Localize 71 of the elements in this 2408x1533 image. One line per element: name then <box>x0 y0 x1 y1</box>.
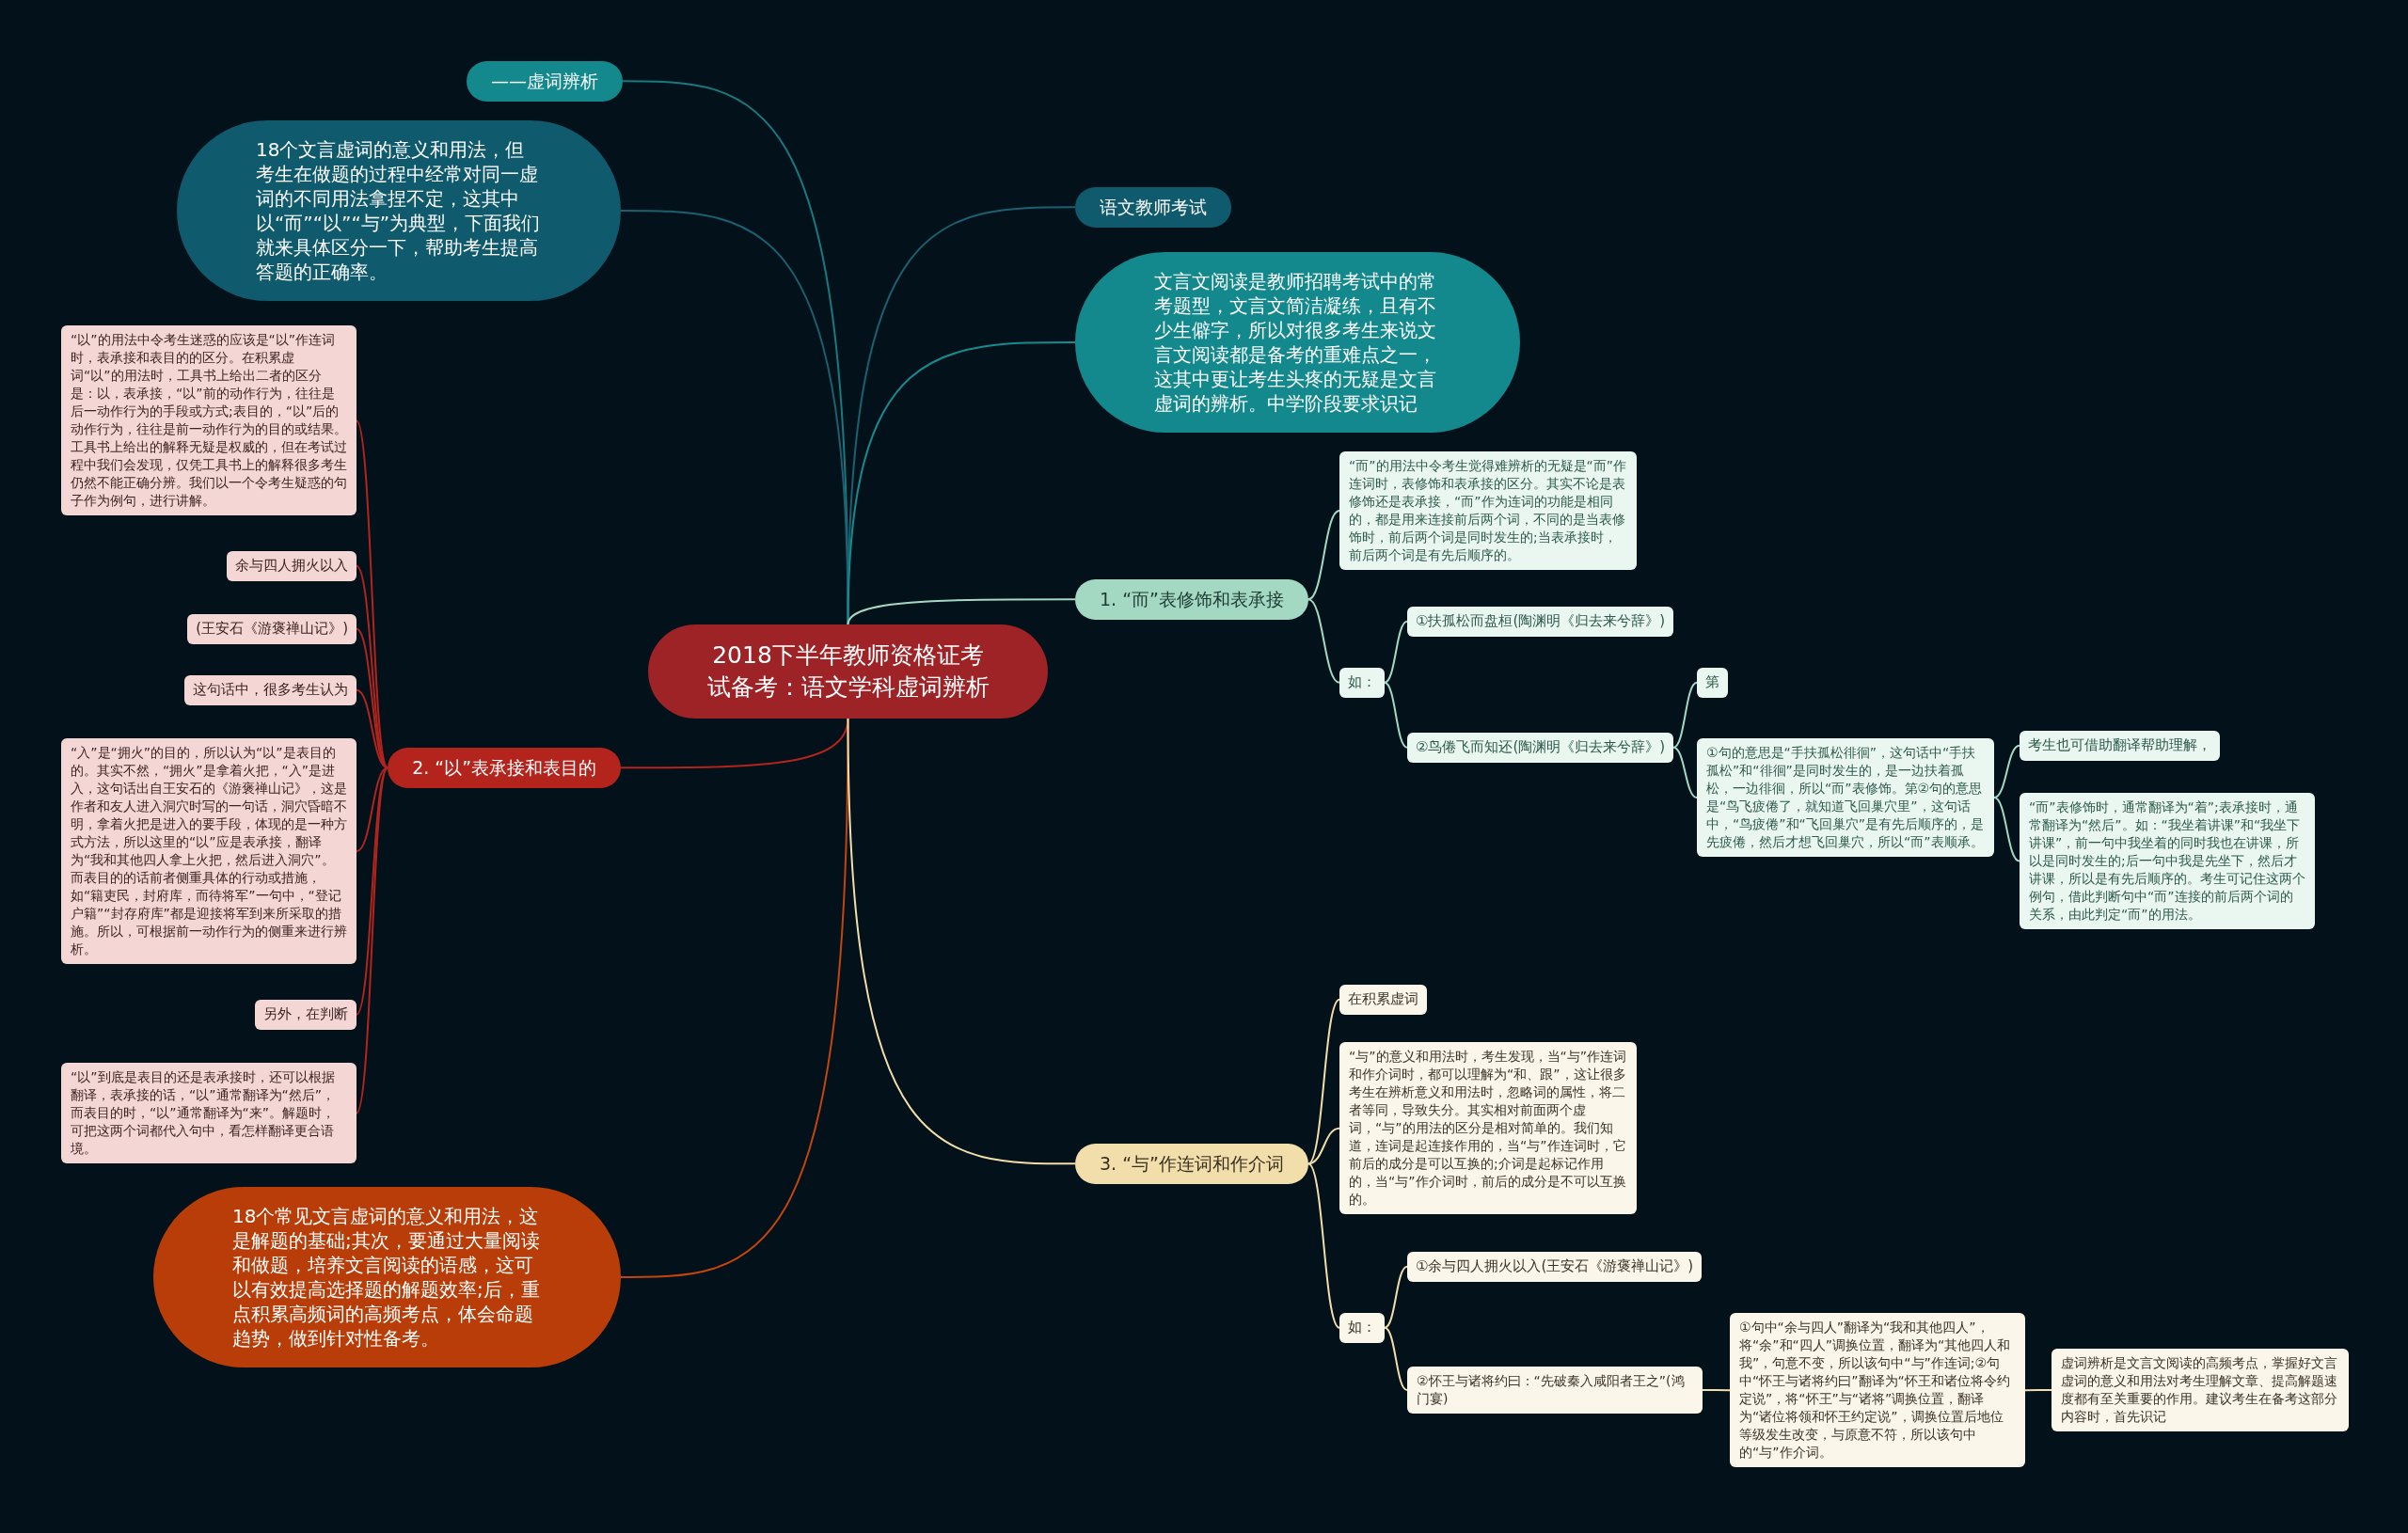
connector <box>1384 681 1408 749</box>
node-text: ②鸟倦飞而知还(陶渊明《归去来兮辞》) <box>1416 738 1666 757</box>
note-card <box>1339 451 1637 571</box>
node-text: 另外，在判断 <box>263 1005 348 1024</box>
node-text: ——虚词辨析 <box>491 70 598 93</box>
node-text: 18个文言虚词的意义和用法，但考生在做题的过程中经常对同一虚词的不同用法拿捏不定，这其中以“而”“以”“与”为典型，下面我们就来具体区分一下，帮助考生提高答题的正确率。 <box>256 137 542 284</box>
connector <box>1672 746 1698 799</box>
branch-topic <box>1075 579 1308 620</box>
node-text: 语文教师考试 <box>1100 196 1207 219</box>
connector <box>1384 1265 1408 1329</box>
branch-topic <box>388 748 621 788</box>
topic-pill <box>467 61 623 102</box>
connector <box>1702 1389 1731 1392</box>
node-text: 18个常见文言虚词的意义和用法，这是解题的基础;其次，要通过大量阅读和做题，培养文言阅读的语感，这可以有效提高选择题的解题效率;后，重点积累高频词的高频考点，体会命题趋势，做到针对性备考。 <box>232 1204 541 1351</box>
node-text: ①句中“余与四人”翻译为“我和其他四人”，将“余”和“四人”调换位置，翻译为“其他四人和我”，句意不变，所以该句中“与”作连词;②句中“怀王与诸将约曰”翻译为“怀王和诸位将令约定说”，将“怀王”与“诸将”调换位置，翻译为“诸位将领和怀王约定说”，调换位置后地位等级发生改变，与原意不符，所以该句中的“与”作介词。 <box>1739 1319 2012 1462</box>
connector <box>847 717 1076 1165</box>
node-text: ①余与四人拥火以入(王安石《游褒禅山记》) <box>1416 1257 1694 1276</box>
subtopic-card <box>187 614 356 644</box>
node-text: 虚词辨析是文言文阅读的高频考点，掌握好文言虚词的意义和用法对考生理解文章、提高解题速度都有至关重要的作用。建议考生在备考这部分内容时，首先识记 <box>2061 1354 2338 1427</box>
node-text: 余与四人拥火以入 <box>235 557 348 576</box>
node-text: 2. “以”表承接和表目的 <box>412 756 596 780</box>
connector <box>1993 744 2020 799</box>
node-text: “入”是“拥火”的目的，所以认为“以”是表目的的。其实不然，“拥火”是拿着火把，“入”是进入，这句话出自王安石的《游褒禅山记》，这是作者和友人进入洞穴时写的一句话，洞穴昏暗不明，拿着火把是进入的要手段，体现的是一种方式方法，所以这里的“以”应是表承接，翻译为“我和其他四人拿上火把，然后进入洞穴”。而表目的的话前者侧重具体的行动或措施，如“籍吏民，封府库，而待将军”一句中，“登记户籍”“封存府库”都是迎接将军到来所采取的措施。所以，可根据前一动作行为的侧重来进行辨析。 <box>71 744 347 959</box>
subtopic-card <box>1339 1313 1385 1343</box>
node-text: 文言文阅读是教师招聘考试中的常考题型，文言文简洁凝练，且有不少生僻字，所以对很多考生来说文言文阅读都是备考的重难点之一，这其中更让考生头疼的无疑是文言虚词的辨析。中学阶段要求识记 <box>1154 269 1437 416</box>
connector <box>847 598 1076 625</box>
subtopic-card <box>255 1000 356 1030</box>
node-text: “以”到底是表目的还是表承接时，还可以根据翻译，表承接的话，“以”通常翻译为“然后”，而表目的时，“以”通常翻译为“来”。解题时，可把这两个词都代入句中，看怎样翻译更合语境。 <box>71 1068 336 1159</box>
node-text: ①句的意思是“手扶孤松徘徊”，这句话中“手扶孤松”和“徘徊”是同时发生的，是一边扶着孤松，一边徘徊，所以“而”表修饰。第②句的意思是“鸟飞疲倦了，就知道飞回巢穴里”，这句话中，“鸟疲倦”和“飞回巢穴”是有先后顺序的，是先疲倦，然后才想飞回巢穴，所以“而”表顺承。 <box>1706 744 1985 852</box>
node-text: 2018下半年教师资格证考试备考：语文学科虚词辨析 <box>705 640 990 703</box>
node-text: “而”的用法中令考生觉得难辨析的无疑是“而”作连词时，表修饰和表承接的区分。其实不论是表修饰还是表承接，“而”作为连词的功能是相同的，都是用来连接前后两个词，不同的是当表修饰时，前后两个词是同时发生的;当表承接时，前后两个词是有先后顺序的。 <box>1349 457 1627 565</box>
subtopic-card <box>1407 607 1674 637</box>
subtopic-card <box>1407 1367 1703 1414</box>
node-text: 如： <box>1348 1319 1376 1337</box>
connector <box>620 717 849 1278</box>
node-text: 如： <box>1348 673 1376 692</box>
connector <box>1672 681 1698 749</box>
node-text: 第 <box>1705 673 1719 692</box>
topic-pill <box>1075 187 1231 228</box>
connector <box>847 341 1076 625</box>
node-text: 考生也可借助翻译帮助理解， <box>2028 736 2211 755</box>
connector <box>356 766 389 1114</box>
subtopic-card <box>227 551 356 581</box>
node-text: 3. “与”作连词和作介词 <box>1100 1152 1284 1176</box>
node-text: ①扶孤松而盘桓(陶渊明《归去来兮辞》) <box>1416 612 1666 631</box>
note-card <box>61 1063 356 1164</box>
subtopic-card <box>1407 733 1674 763</box>
node-text: ②怀王与诸将约曰：“先破秦入咸阳者王之”(鸿门宴) <box>1417 1372 1686 1409</box>
node-text: “与”的意义和用法时，考生发现，当“与”作连词和作介词时，都可以理解为“和、跟”，这让很多考生在辨析意义和用法时，忽略词的属性，将二者等同，导致失分。其实相对前面两个虚词，“与”的用法的区分是相对简单的。我们知道，连词是起连接作用的，当“与”作连词时，它前后的成分是可以互换的;介词是起标记作用的，当“与”作介词时，前后的成分是不可以互换的。 <box>1349 1048 1627 1209</box>
node-text: “以”的用法中令考生迷惑的应该是“以”作连词时，表承接和表目的的区分。在积累虚词“以”的用法时，工具书上给出二者的区分是：以，表承接，“以”前的动作行为，往往是后一动作行为的手段或方式;表目的，“以”后的动作行为，往往是前一动作行为的目的或结果。工具书上给出的解释无疑是权威的，但在考试过程中我们会发现，仅凭工具书上的解释很多考生仍然不能正确分辨。我们以一个令考生疑惑的句子作为例句，进行讲解。 <box>71 331 347 511</box>
connector <box>1307 510 1340 601</box>
connector <box>2024 1389 2052 1392</box>
connector <box>1307 998 1340 1165</box>
note-card <box>1697 738 1994 858</box>
connector <box>1384 620 1408 684</box>
node-text: 在积累虚词 <box>1348 990 1418 1009</box>
note-card <box>2052 1349 2349 1432</box>
connector <box>1384 1326 1408 1392</box>
node-text: 1. “而”表修饰和表承接 <box>1100 588 1284 611</box>
node-text: “而”表修饰时，通常翻译为“着”;表承接时，通常翻译为“然后”。如：“我坐着讲课”和“我坐下讲课”，前一句中我坐着的同时我也在讲课，所以是同时发生的;后一句中我是先坐下，然后才讲课，所以是有先后顺序的。考生可记住这两个例句，借此判断句中“而”连接的前后两个词的关系，由此判定“而”的用法。 <box>2029 798 2305 925</box>
node-text: 这句话中，很多考生认为 <box>193 681 348 700</box>
connector <box>1307 1162 1340 1329</box>
subtopic-card <box>1407 1252 1703 1282</box>
subtopic-card <box>184 675 356 705</box>
connector <box>1307 598 1340 684</box>
branch-topic <box>1075 1144 1308 1184</box>
subtopic-card <box>1339 985 1427 1015</box>
subtopic-card <box>1339 668 1385 698</box>
subtopic-card <box>1697 668 1728 698</box>
node-text: (王安石《游褒禅山记》) <box>196 620 348 639</box>
subtopic-card <box>2020 731 2220 761</box>
